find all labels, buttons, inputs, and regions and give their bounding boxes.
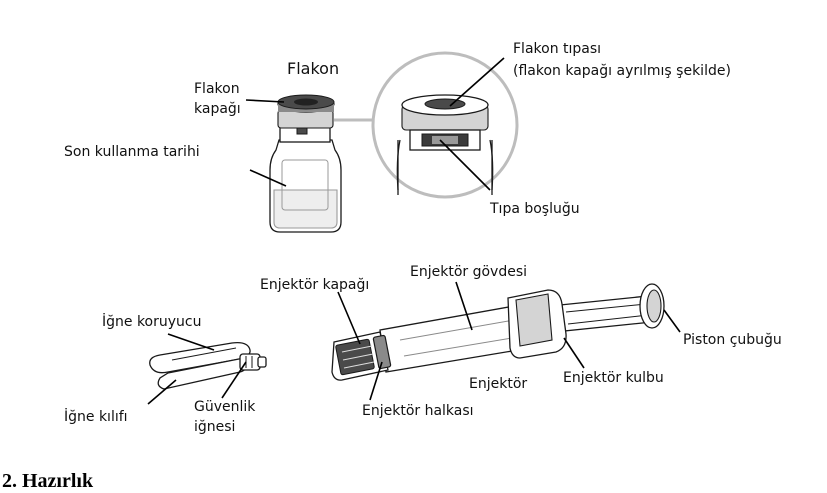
- label-syringe-flange: Enjektör kulbu: [563, 370, 664, 386]
- label-needle-sheath: İğne kılıfı: [64, 409, 128, 425]
- label-plunger-rod: Piston çubuğu: [683, 332, 782, 348]
- label-stopper-gap: Tıpa boşluğu: [490, 201, 580, 217]
- label-safety-needle-line2: iğnesi: [194, 419, 236, 435]
- leader-safety-needle: [221, 361, 247, 399]
- section-heading: 2. Hazırlık: [2, 470, 94, 492]
- label-stopper-line2: (flakon kapağı ayrılmış şekilde): [513, 63, 731, 79]
- leader-vial-cap: [245, 99, 285, 103]
- label-syringe-body: Enjektör gövdesi: [410, 264, 528, 280]
- label-needle-guard: İğne koruyucu: [102, 314, 202, 330]
- safety-needle-illustration: [149, 342, 267, 390]
- leader-needle-guard: [167, 333, 215, 351]
- stopper-zoom-illustration: [371, 51, 519, 199]
- leader-stopper: [449, 57, 505, 107]
- leader-syringe-body: [455, 281, 473, 331]
- label-syringe: Enjektör: [469, 376, 528, 392]
- syringe-illustration: [331, 283, 665, 381]
- label-vial-title: Flakon: [287, 59, 340, 78]
- leader-syringe-ring: [369, 361, 383, 401]
- leader-needle-sheath: [147, 379, 177, 405]
- label-safety-needle-line1: Güvenlik: [194, 399, 256, 415]
- leader-syringe-flange: [563, 337, 585, 369]
- leader-expiry-date: [249, 169, 287, 187]
- label-stopper-line1: Flakon tıpası: [513, 41, 602, 57]
- label-vial-cap-line2: kapağı: [194, 101, 241, 117]
- label-syringe-cap: Enjektör kapağı: [260, 277, 370, 293]
- leader-syringe-cap: [337, 291, 361, 345]
- label-syringe-ring: Enjektör halkası: [362, 403, 474, 419]
- label-vial-cap-line1: Flakon: [194, 81, 240, 97]
- vial-illustration: [269, 94, 342, 233]
- label-expiry-date: Son kullanma tarihi: [64, 144, 200, 160]
- leader-stopper-gap: [439, 139, 491, 191]
- leader-plunger-rod: [663, 309, 681, 333]
